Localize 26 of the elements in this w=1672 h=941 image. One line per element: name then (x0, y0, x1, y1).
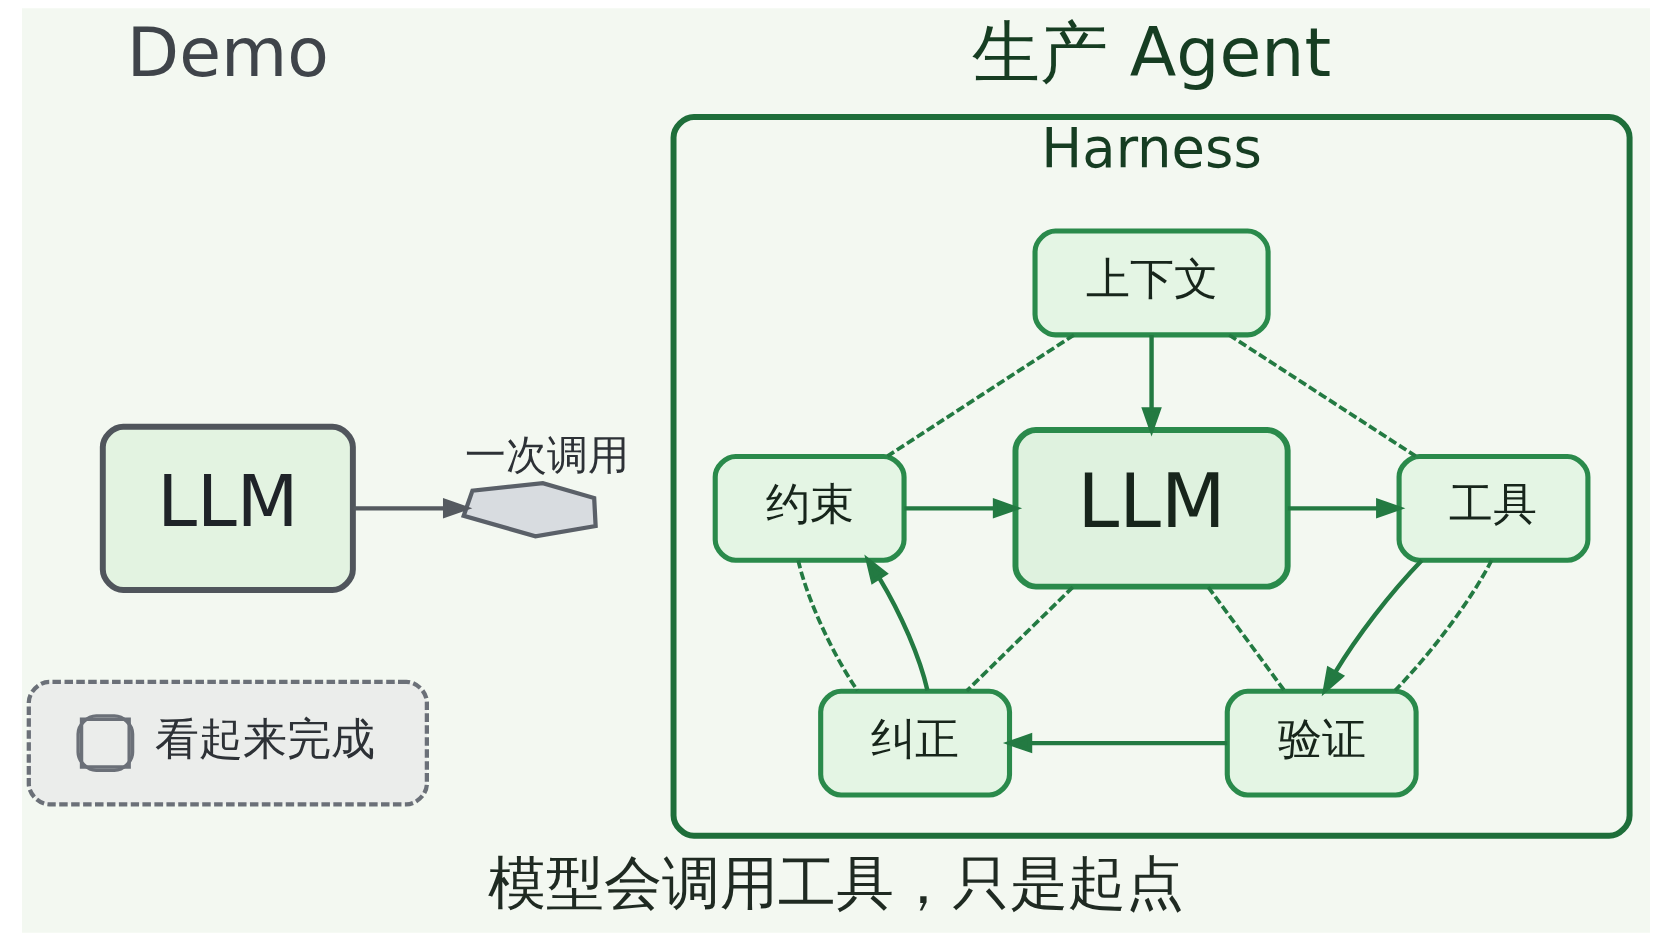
arrow (353, 498, 473, 519)
node-box: 工具 (1396, 453, 1591, 563)
node-box: 纠正 (818, 688, 1013, 798)
label: Demo (126, 13, 329, 93)
node-box: 看起来完成 (26, 679, 429, 807)
arrow (904, 498, 1023, 519)
arrow (1321, 558, 1424, 697)
connector (965, 585, 1075, 693)
label: 生产 Agent (972, 13, 1332, 93)
connector (1228, 333, 1417, 458)
node-box: 约束 (712, 453, 907, 563)
node-box: LLM (99, 423, 356, 593)
arrow (1002, 732, 1228, 754)
node-box: LLM (1012, 427, 1291, 590)
connector (796, 559, 859, 692)
node-box: 验证 (1224, 688, 1419, 798)
arrow (864, 554, 930, 692)
caption: 模型会调用工具，只是起点 (488, 848, 1184, 917)
node-label: 一次调用 (464, 431, 629, 480)
connector (886, 333, 1075, 458)
arrow (1287, 498, 1406, 519)
connector (1206, 586, 1287, 692)
node-picture (460, 481, 598, 539)
connector (1393, 559, 1494, 692)
arrow (1141, 335, 1162, 437)
node-box: 上下文 (1032, 228, 1271, 338)
